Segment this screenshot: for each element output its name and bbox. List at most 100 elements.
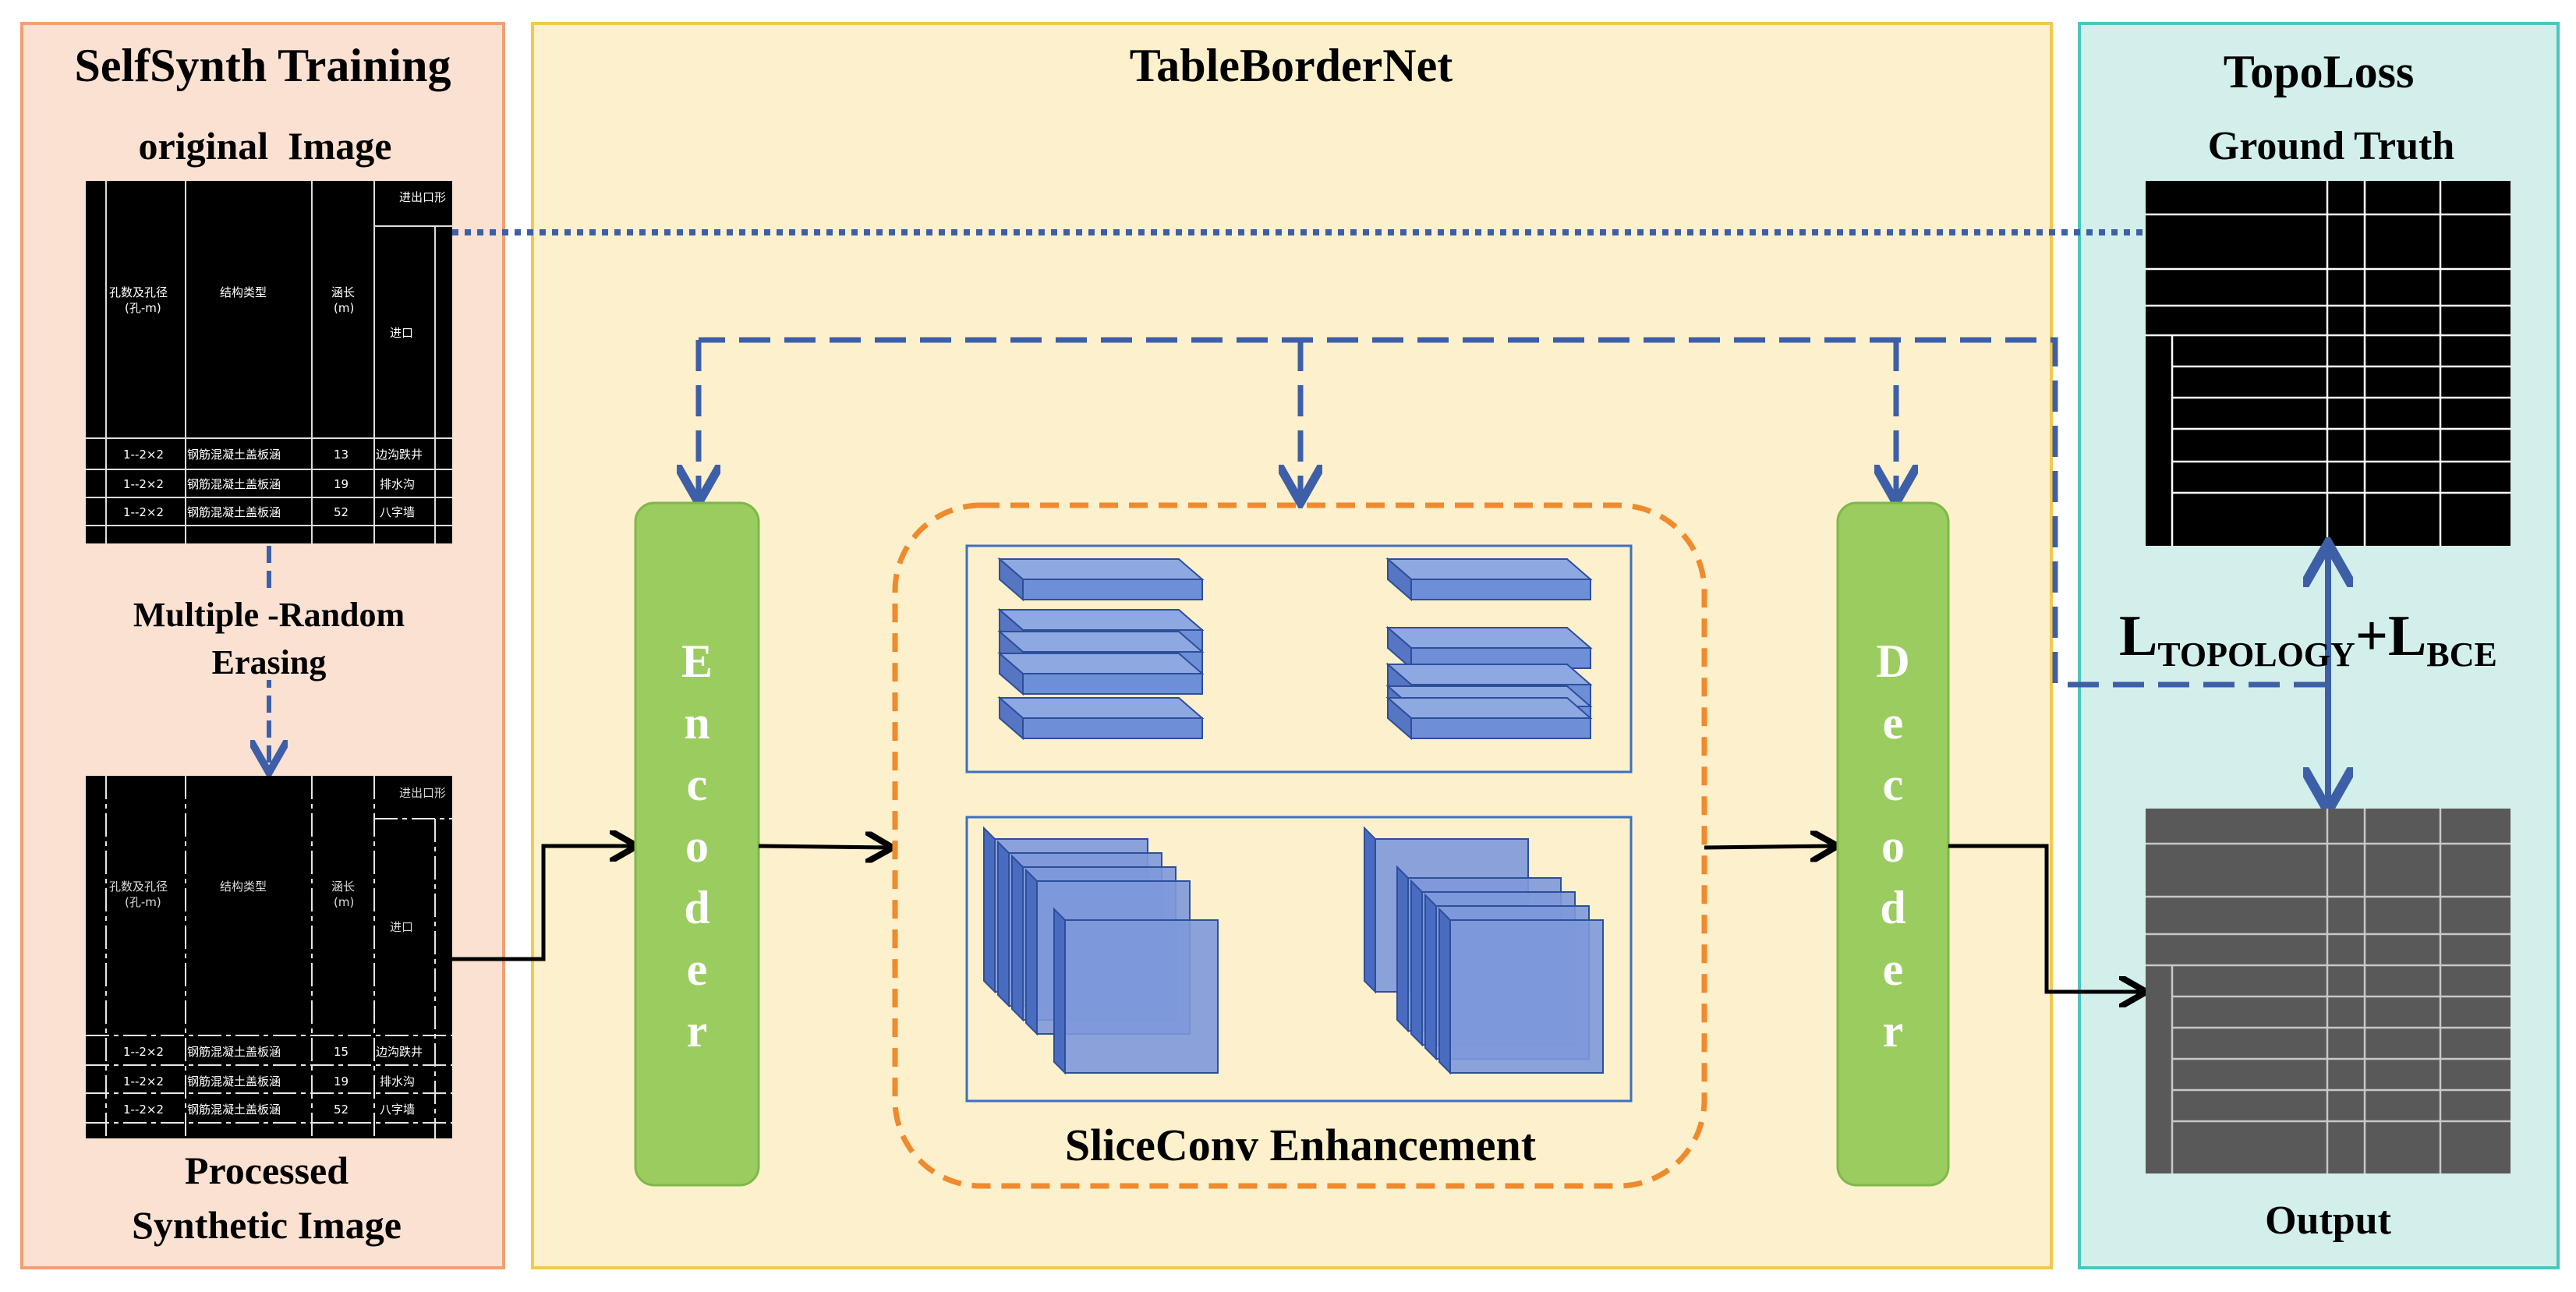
decoder-letter: o: [1881, 820, 1905, 872]
sliceconv-container: [892, 502, 1707, 1189]
orig-col3b: (m): [334, 301, 354, 315]
proc-r2c1: 钢筋混凝土盖板涵: [187, 1103, 281, 1117]
decoder-letter: e: [1883, 697, 1904, 749]
slab-top-face: [1385, 664, 1593, 685]
decoder-letter: c: [1883, 759, 1904, 810]
encoder-letter: o: [685, 820, 709, 872]
loss-plus: +L: [2355, 604, 2427, 668]
orig-col3: 涵长: [331, 285, 355, 299]
slab-top-face: [997, 558, 1205, 580]
plate-side-face: [1025, 868, 1038, 1036]
orig-r0c0: 1--2×2: [123, 448, 164, 462]
original-image: 进出口形 孔数及孔径 (孔-m) 结构类型 涵长 (m) 进口 1--2×2 钢…: [86, 181, 452, 543]
encoder-letter: e: [687, 943, 708, 995]
ground-truth-label: Ground Truth: [2208, 124, 2455, 168]
slab-front-face: [1022, 717, 1203, 739]
proc-r2c0: 1--2×2: [123, 1103, 164, 1117]
plate-side-face: [1438, 907, 1451, 1075]
orig-header-top: 进出口形: [399, 190, 446, 204]
proc-col3b: (m): [334, 895, 354, 909]
loss-formula: LTOPOLOGY+LBCE: [2119, 604, 2497, 674]
vertical-slice-slabs: [983, 826, 1604, 1075]
proc-r0c0: 1--2×2: [123, 1045, 164, 1059]
orig-r1c0: 1--2×2: [123, 477, 164, 491]
proc-col1b: (孔-m): [125, 895, 161, 909]
erasing-label-1: Multiple -Random: [133, 596, 405, 634]
plate-front-face: [1449, 919, 1604, 1074]
slab-top-face: [1385, 627, 1593, 649]
proc-col1: 孔数及孔径: [109, 880, 168, 894]
sliceconv-to-decoder-arrow: [1704, 846, 1834, 848]
output-image: [2146, 809, 2511, 1173]
plate-side-face: [1424, 893, 1437, 1061]
orig-r1c1: 钢筋混凝土盖板涵: [187, 477, 281, 491]
processed-label-1: Processed: [185, 1149, 349, 1192]
proc-r2c2: 52: [334, 1103, 349, 1117]
orig-r2c2: 52: [334, 505, 349, 519]
slab-top-face: [997, 609, 1205, 631]
plate-side-face: [1396, 865, 1409, 1033]
proc-r1c3: 排水沟: [380, 1074, 415, 1088]
feedback-dashed-lines: [699, 337, 2325, 688]
orig-r0c2: 13: [334, 448, 349, 462]
horizontal-slice-slabs: [997, 557, 1593, 741]
encoder-letter: E: [681, 635, 713, 687]
decoder-letter: r: [1883, 1005, 1904, 1057]
decoder-letter: d: [1880, 882, 1905, 933]
proc-r1c2: 19: [334, 1074, 349, 1088]
output-label: Output: [2265, 1198, 2392, 1243]
input-arrow: [452, 846, 633, 961]
plate-side-face: [1053, 907, 1066, 1075]
ground-truth-image: [2146, 181, 2511, 546]
plate-side-face: [997, 840, 1010, 1008]
plate-side-face: [983, 826, 996, 994]
tableborder-title: TableBorderNet: [1130, 40, 1453, 91]
orig-r2c3: 八字墙: [380, 505, 415, 519]
topoloss-title: TopoLoss: [2224, 46, 2415, 97]
orig-col1: 孔数及孔径: [109, 285, 168, 299]
orig-r1c2: 19: [334, 477, 349, 491]
proc-r2c3: 八字墙: [380, 1103, 415, 1117]
loss-l1: L: [2119, 604, 2157, 668]
proc-col2: 结构类型: [220, 880, 267, 894]
orig-r0c1: 钢筋混凝土盖板涵: [187, 448, 281, 462]
slab-front-face: [1022, 579, 1203, 600]
plate-side-face: [1410, 879, 1423, 1047]
selfsynth-title: SelfSynth Training: [75, 40, 451, 91]
orig-col4: 进口: [390, 326, 413, 340]
orig-r0c3: 边沟跌井: [376, 448, 423, 462]
proc-r0c1: 钢筋混凝土盖板涵: [187, 1045, 281, 1059]
slab-top-face: [997, 697, 1205, 719]
slice-box-top: [965, 544, 1633, 773]
proc-header-top: 进出口形: [399, 786, 446, 800]
encoder-letter: r: [687, 1005, 708, 1057]
proc-r1c1: 钢筋混凝土盖板涵: [187, 1074, 281, 1088]
decoder-letter: e: [1883, 943, 1904, 995]
slab-top-face: [997, 653, 1205, 674]
decoder-letter: D: [1876, 635, 1909, 687]
encoder-letter: n: [684, 697, 709, 749]
slab-front-face: [1410, 717, 1591, 739]
plate-side-face: [1011, 854, 1024, 1022]
encoder-letter: c: [687, 759, 708, 810]
tableborder-panel: [531, 22, 2053, 1269]
slab-top-face: [997, 631, 1205, 653]
sliceconv-label: SliceConv Enhancement: [1065, 1120, 1537, 1170]
original-image-label: original Image: [139, 124, 392, 168]
orig-col1b: (孔-m): [125, 301, 161, 315]
proc-col4: 进口: [390, 920, 413, 934]
slice-box-bottom: [965, 816, 1633, 1103]
processed-label-2: Synthetic Image: [132, 1203, 402, 1247]
orig-r1c3: 排水沟: [380, 477, 415, 491]
slab-front-face: [1410, 647, 1591, 669]
processed-image: 进出口形 孔数及孔径 (孔-m) 结构类型 涵长 (m) 进口 1--2×2 钢…: [86, 776, 452, 1138]
plate-side-face: [1364, 826, 1376, 994]
slab-top-face: [1385, 558, 1593, 580]
proc-r0c2: 15: [334, 1045, 349, 1059]
orig-r2c0: 1--2×2: [123, 505, 164, 519]
decoder-to-output-arrow: [1948, 844, 2143, 992]
slab-front-face: [1022, 673, 1203, 695]
plate-front-face: [1064, 919, 1219, 1074]
proc-col3: 涵长: [331, 880, 355, 894]
